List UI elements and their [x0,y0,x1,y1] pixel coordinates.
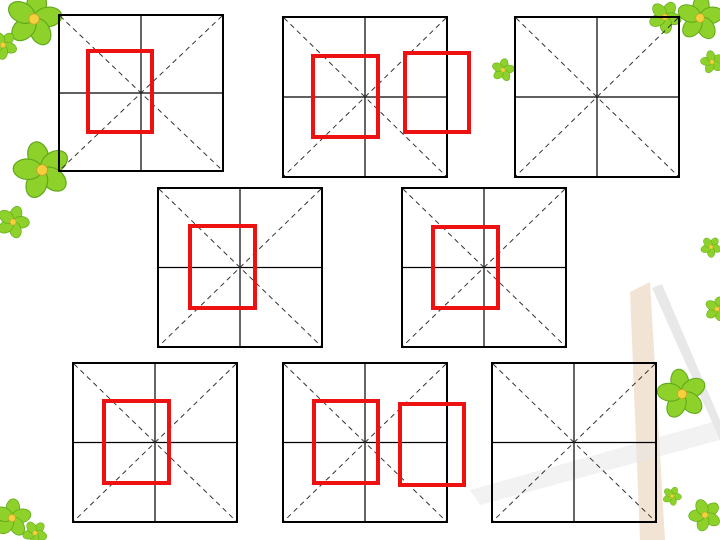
red-box-grid2-1 [311,54,380,139]
red-box-grid7-2 [398,402,466,487]
flower-icon [663,486,682,506]
red-box-grid5-1 [431,225,500,310]
grid-guides [493,364,655,521]
diagonal-line-2 [74,364,236,521]
writing-grid-1 [58,14,224,172]
flower-icon [705,296,720,322]
flower-icon [12,141,68,198]
diagonal-line-2 [284,18,446,176]
flower-icon [0,498,32,536]
red-box-grid4-1 [188,224,257,310]
flower-icon [492,58,515,81]
grid-guides [159,189,321,346]
diagonal-line-2 [159,189,321,346]
writing-grid-7 [282,362,448,523]
writing-grid-5 [401,187,567,348]
diagonal-line-1 [284,18,446,176]
diagonal-line-2 [403,189,565,346]
writing-grid-6 [72,362,238,523]
writing-grid-3 [514,16,680,178]
flower-icon [7,0,63,46]
flower-icon [656,368,706,418]
writing-grid-2 [282,16,448,178]
writing-grid-8 [491,362,657,523]
flower-icon [0,206,30,239]
grid-guides [516,18,678,176]
writing-grid-4 [157,187,323,348]
diagonal-line-2 [284,364,446,521]
flower-icon [677,0,720,40]
diagonal-line-2 [493,364,655,521]
diagonal-line-1 [516,18,678,176]
flower-icon [688,499,720,532]
grid-guides [403,189,565,346]
red-box-grid1-1 [86,49,154,134]
grid-guides [284,364,446,521]
flower-icon [22,521,48,540]
grid-guides [74,364,236,521]
flower-icon [700,237,720,258]
red-box-grid2-2 [403,51,471,134]
flower-icon [700,50,720,74]
diagonal-line-2 [516,18,678,176]
red-box-grid6-1 [102,399,171,485]
red-box-grid7-1 [312,399,380,485]
diagonal-line-2 [60,16,222,170]
flower-icon [0,31,17,60]
